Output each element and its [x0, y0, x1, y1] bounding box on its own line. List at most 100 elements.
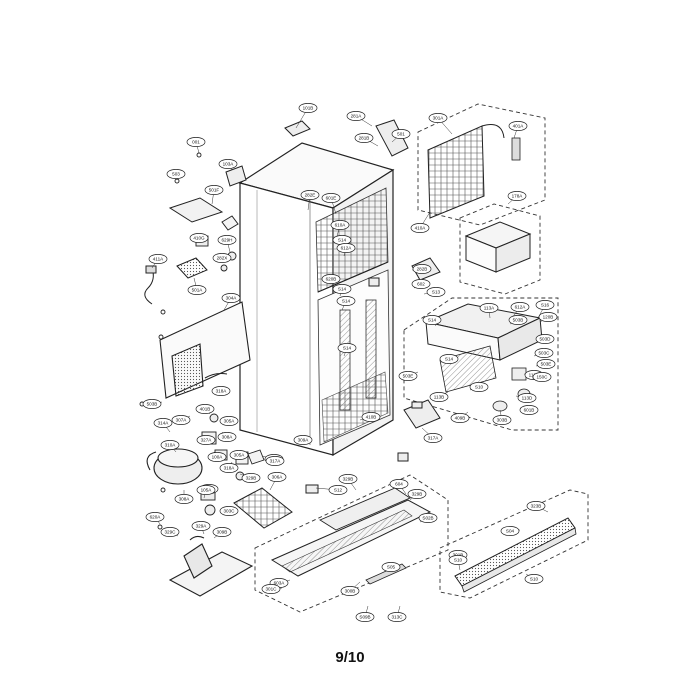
callout-outline [298, 103, 318, 113]
callout-bubble: 313C [387, 605, 407, 622]
power-cord-part [144, 265, 157, 305]
callout-label: 329B [246, 476, 257, 481]
callout-label: 308A [179, 497, 191, 502]
callout-bubble: 301C [261, 584, 283, 594]
callout-outline [261, 584, 281, 594]
callout-outline [336, 296, 356, 306]
callout-outline [535, 334, 555, 344]
callout-outline [171, 415, 191, 425]
callout-bubble: S10 [524, 573, 544, 584]
callout-outline [191, 521, 211, 531]
callout-label: 307A [176, 418, 188, 423]
pcb-board-part [176, 257, 208, 279]
callout-bubble: 178A [507, 191, 527, 205]
callout-outline [517, 393, 537, 403]
callout-bubble: 501 [391, 129, 411, 143]
duct-assembly-group [403, 297, 559, 431]
callout-outline [332, 284, 352, 294]
callout-label: 329B [343, 477, 354, 482]
callout-label: 612A [341, 246, 353, 251]
callout-label: 329C [165, 530, 177, 535]
callout-bubble: 100A [207, 451, 227, 462]
callout-bubble: 113D [515, 393, 537, 403]
callout-label: 305A [224, 419, 236, 424]
callout-label: 105A [201, 488, 213, 493]
callout-bubble: S04 [500, 526, 521, 536]
callout-bubble: 305A [229, 449, 249, 460]
callout-label: 113A [484, 306, 495, 311]
callout-outline [355, 612, 375, 622]
callout-bubble: 113B [429, 391, 449, 402]
callout-outline [336, 243, 356, 253]
callout-outline [418, 513, 438, 523]
callout-label: 601B [524, 408, 535, 413]
callout-outline [519, 405, 539, 415]
callout-label: 604 [395, 482, 403, 487]
callout-label: 303B [497, 418, 508, 423]
callout-outline [500, 526, 520, 536]
callout-outline [338, 474, 358, 484]
callout-label: 314A [158, 421, 170, 426]
callout-label: 150C [537, 375, 549, 380]
callout-outline [532, 372, 552, 382]
callout-outline [536, 359, 556, 369]
callout-label: 503C [539, 351, 551, 356]
callout-bubble: 113A [479, 303, 499, 319]
callout-bubble: 282E [300, 190, 320, 211]
callout-outline [361, 412, 381, 422]
callout-outline [219, 463, 239, 473]
page-number: 9/10 [335, 649, 365, 666]
callout-bubble: 101B [295, 103, 318, 129]
callout-outline [450, 413, 470, 423]
callout-outline [204, 185, 224, 195]
callout-outline [196, 485, 216, 495]
callout-bubble: 329C [160, 527, 180, 537]
callout-label: 281B [359, 136, 370, 141]
condenser-coil-part [233, 487, 293, 529]
callout-label: 501F [209, 188, 220, 193]
callout-label: 178A [512, 194, 524, 199]
callout-outline [492, 415, 512, 425]
callout-label: S14 [338, 287, 347, 292]
callout-outline [219, 416, 239, 426]
callout-outline [195, 404, 215, 414]
callout-bubble: 307A [171, 415, 191, 425]
callout-outline [293, 435, 313, 445]
callout-label: 410B [366, 415, 377, 420]
callout-label: 602 [417, 282, 425, 287]
callout-outline [526, 501, 546, 511]
callout-outline [412, 264, 432, 274]
callout-outline [321, 274, 341, 284]
callout-bubble: 327A [196, 435, 216, 445]
callout-label: 301A [433, 116, 445, 121]
callout-bubble: 629H [217, 235, 237, 253]
evaporator-group [417, 103, 546, 226]
callout-bubble: 501A [187, 277, 207, 295]
callout-outline [508, 121, 528, 131]
callout-label: 001 [192, 140, 200, 145]
callout-bubble: 308A [217, 431, 237, 442]
base-bracket-part [168, 535, 254, 597]
callout-label: 313C [392, 615, 404, 620]
callout-outline [510, 302, 530, 312]
callout-bubble: 282X [212, 253, 232, 263]
callout-label: 409B [455, 416, 466, 421]
callout-outline [398, 371, 418, 381]
callout-label: 327A [201, 438, 213, 443]
callout-bubble: 323B [526, 501, 549, 513]
callout-outline [428, 113, 448, 123]
callout-outline [337, 343, 357, 353]
callout-bubble: 410G [189, 233, 209, 243]
callout-label: 503 [172, 172, 180, 177]
callout-bubble: 304A [221, 293, 241, 311]
callout-label: 305A [234, 453, 246, 458]
callout-outline [448, 555, 468, 565]
callout-outline [429, 392, 449, 402]
callout-outline [422, 315, 442, 325]
callout-outline [346, 111, 366, 121]
callout-bubble: 409B [450, 411, 470, 423]
callout-outline [218, 159, 238, 169]
callout-label: S10 [475, 385, 484, 390]
